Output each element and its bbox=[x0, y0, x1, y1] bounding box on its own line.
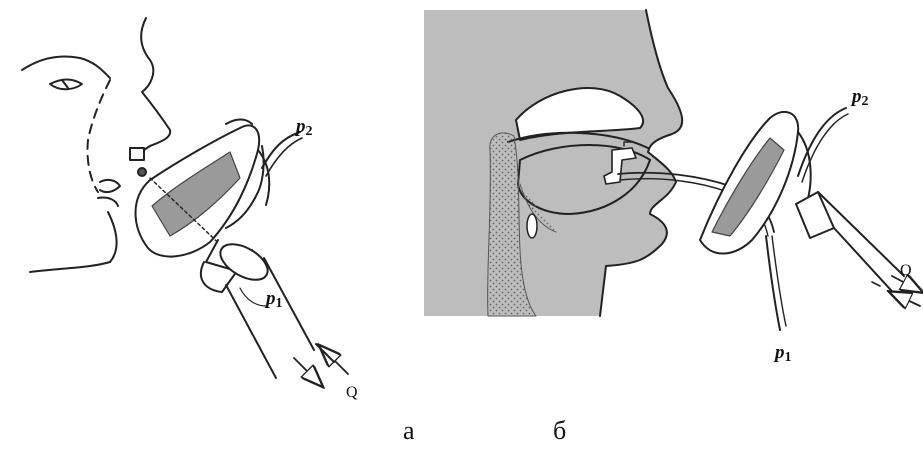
flow-tube-b bbox=[818, 192, 904, 276]
arrow-out bbox=[294, 358, 322, 386]
lips bbox=[100, 180, 120, 192]
nasal-probe bbox=[130, 148, 144, 160]
face-profile bbox=[141, 18, 170, 146]
jaw-neck bbox=[30, 262, 110, 272]
tube-p2 bbox=[262, 132, 300, 168]
brow bbox=[22, 57, 110, 79]
label-q-right: Q bbox=[900, 262, 912, 280]
caption-b: б bbox=[553, 416, 566, 446]
label-p2-right: p2 bbox=[852, 86, 869, 110]
epiglottis bbox=[527, 214, 537, 238]
chin bbox=[108, 212, 117, 262]
arrow-in bbox=[320, 346, 348, 374]
connector-b bbox=[796, 192, 834, 238]
label-p2-left: p2 bbox=[296, 116, 313, 140]
label-q-left: Q bbox=[346, 384, 358, 402]
label-p1-left: p1 bbox=[266, 288, 283, 312]
figure-b bbox=[424, 10, 922, 330]
arrow-in-b bbox=[890, 292, 920, 306]
caption-a: а bbox=[403, 416, 415, 446]
label-p1-right: p1 bbox=[775, 342, 792, 366]
tube-p2-b bbox=[798, 108, 846, 176]
mask-dashed-outline bbox=[87, 80, 110, 192]
figure-a bbox=[22, 18, 348, 386]
